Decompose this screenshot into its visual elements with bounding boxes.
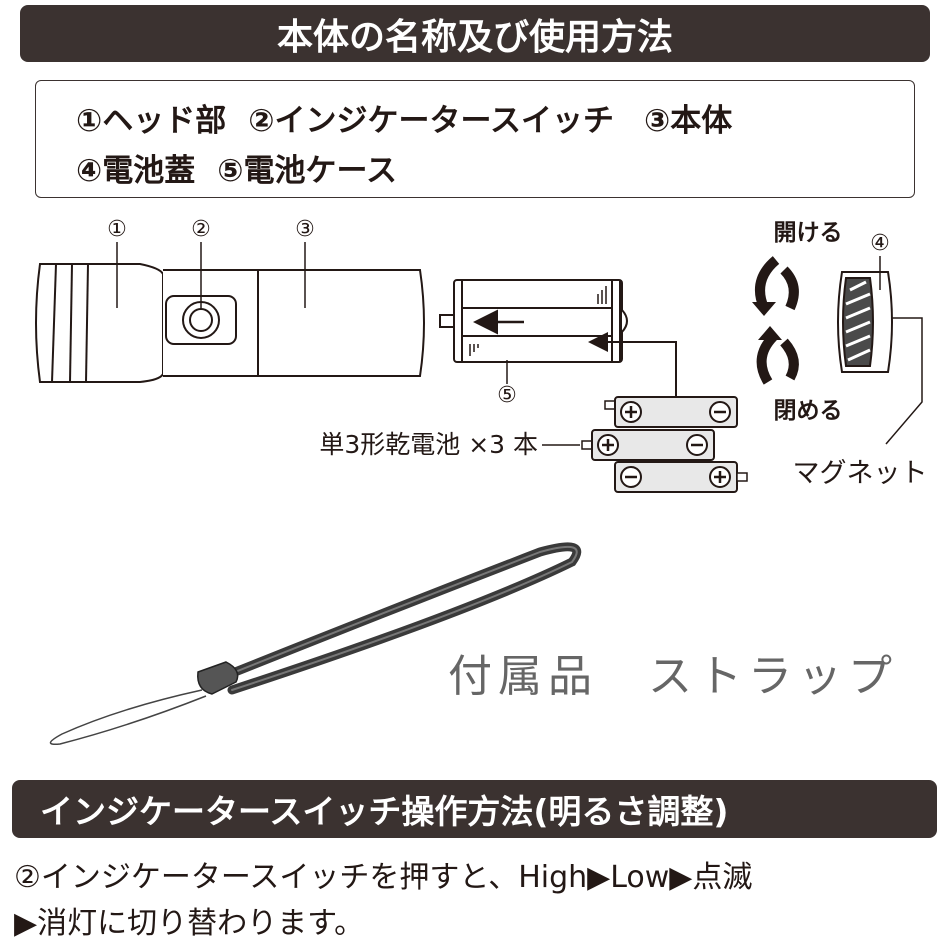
part-name-battery-lid: ④電池蓋: [76, 153, 196, 189]
callout-2: ②: [191, 217, 211, 242]
rotation-arrows: [755, 256, 799, 385]
open-label: 開ける: [774, 220, 843, 246]
callout-1: ①: [107, 217, 127, 242]
magnet-label: マグネット: [793, 458, 928, 489]
callout-4: ④: [870, 231, 890, 256]
strap-cord-inner: [209, 545, 578, 691]
strap-label: 付属品 ストラップ: [448, 651, 898, 702]
strap-string-loop: [49, 689, 207, 746]
close-label: 閉める: [774, 398, 843, 424]
battery-case-illustration: [439, 279, 628, 363]
callout-5: ⑤: [497, 383, 517, 408]
parts-legend-line-2: ④電池蓋 ⑤電池ケース: [76, 145, 397, 190]
battery-lid-illustration: [837, 271, 893, 373]
battery-3: [614, 461, 748, 493]
parts-legend-box: ①ヘッド部 ②インジケータースイッチ ③本体 ④電池蓋 ⑤電池ケース: [35, 80, 915, 198]
callout-3: ③: [295, 217, 315, 242]
strap-stopper: [197, 661, 239, 695]
part-name-indicator-switch: ②インジケータースイッチ: [248, 103, 614, 139]
instructions: ②インジケータースイッチを押すと、High▶Low▶点滅 ▶消灯に切り替わります…: [14, 855, 949, 947]
instructions-line-2: ▶消灯に切り替わります。: [14, 906, 365, 941]
section-title: インジケータースイッチ操作方法(明るさ調整): [40, 792, 729, 831]
battery-2: [581, 429, 715, 461]
instructions-line-1: ②インジケータースイッチを押すと、High▶Low▶点滅: [14, 860, 753, 895]
page-title: 本体の名称及び使用方法: [276, 16, 673, 58]
battery-label: 単3形乾電池 ×3 本: [319, 430, 538, 459]
part-name-head: ①ヘッド部: [76, 103, 227, 139]
battery-1: [604, 396, 738, 428]
part-name-battery-case: ⑤電池ケース: [217, 153, 397, 189]
strap-illustration: [49, 542, 582, 746]
part-name-body: ③本体: [643, 103, 733, 139]
title-bar: 本体の名称及び使用方法: [20, 5, 930, 62]
parts-legend-line-1: ①ヘッド部 ②インジケータースイッチ ③本体: [76, 95, 732, 140]
product-diagram: ① ② ③ ⑤: [35, 217, 928, 493]
section-title-bar: インジケータースイッチ操作方法(明るさ調整): [12, 780, 937, 838]
flashlight-head: [35, 263, 164, 383]
flashlight-illustration: [35, 263, 425, 383]
